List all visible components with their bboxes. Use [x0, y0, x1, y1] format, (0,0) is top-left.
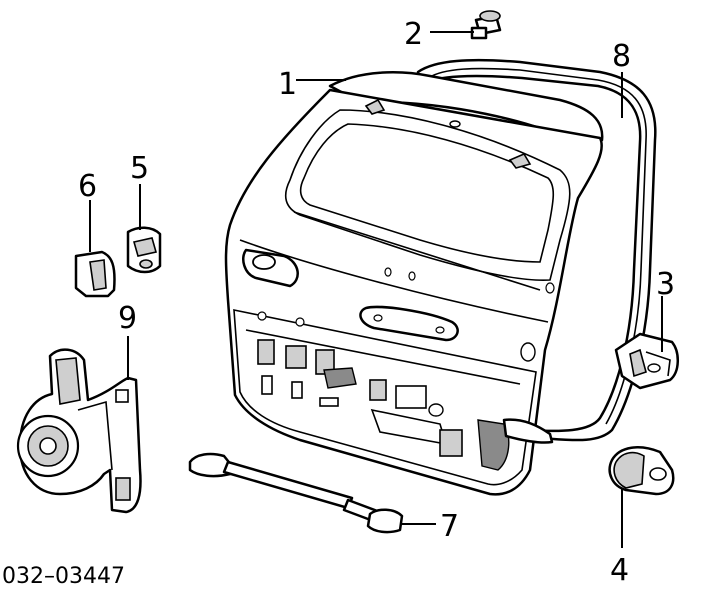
- callout-1: 1: [278, 67, 297, 102]
- callouts: 1 2 3 4 5 6 7 8 9: [78, 17, 675, 588]
- tailgate-panel: [224, 71, 604, 496]
- gas-strut: [188, 452, 404, 534]
- diagram-code: 032–03447: [2, 564, 125, 589]
- callout-3: 3: [656, 267, 675, 302]
- leader-lines: [89, 31, 663, 548]
- bumper-rubber: [126, 226, 162, 274]
- cushion: [74, 250, 116, 298]
- callout-9: 9: [118, 301, 137, 336]
- callout-4: 4: [610, 553, 629, 588]
- callout-5: 5: [130, 151, 149, 186]
- rubber-stopper: [470, 10, 502, 40]
- callout-7: 7: [440, 509, 459, 544]
- callout-2: 2: [404, 17, 423, 52]
- tailgate-striker: [608, 446, 675, 496]
- wiper-motor-assembly: [16, 348, 142, 514]
- callout-8: 8: [612, 39, 631, 74]
- callout-6: 6: [78, 169, 97, 204]
